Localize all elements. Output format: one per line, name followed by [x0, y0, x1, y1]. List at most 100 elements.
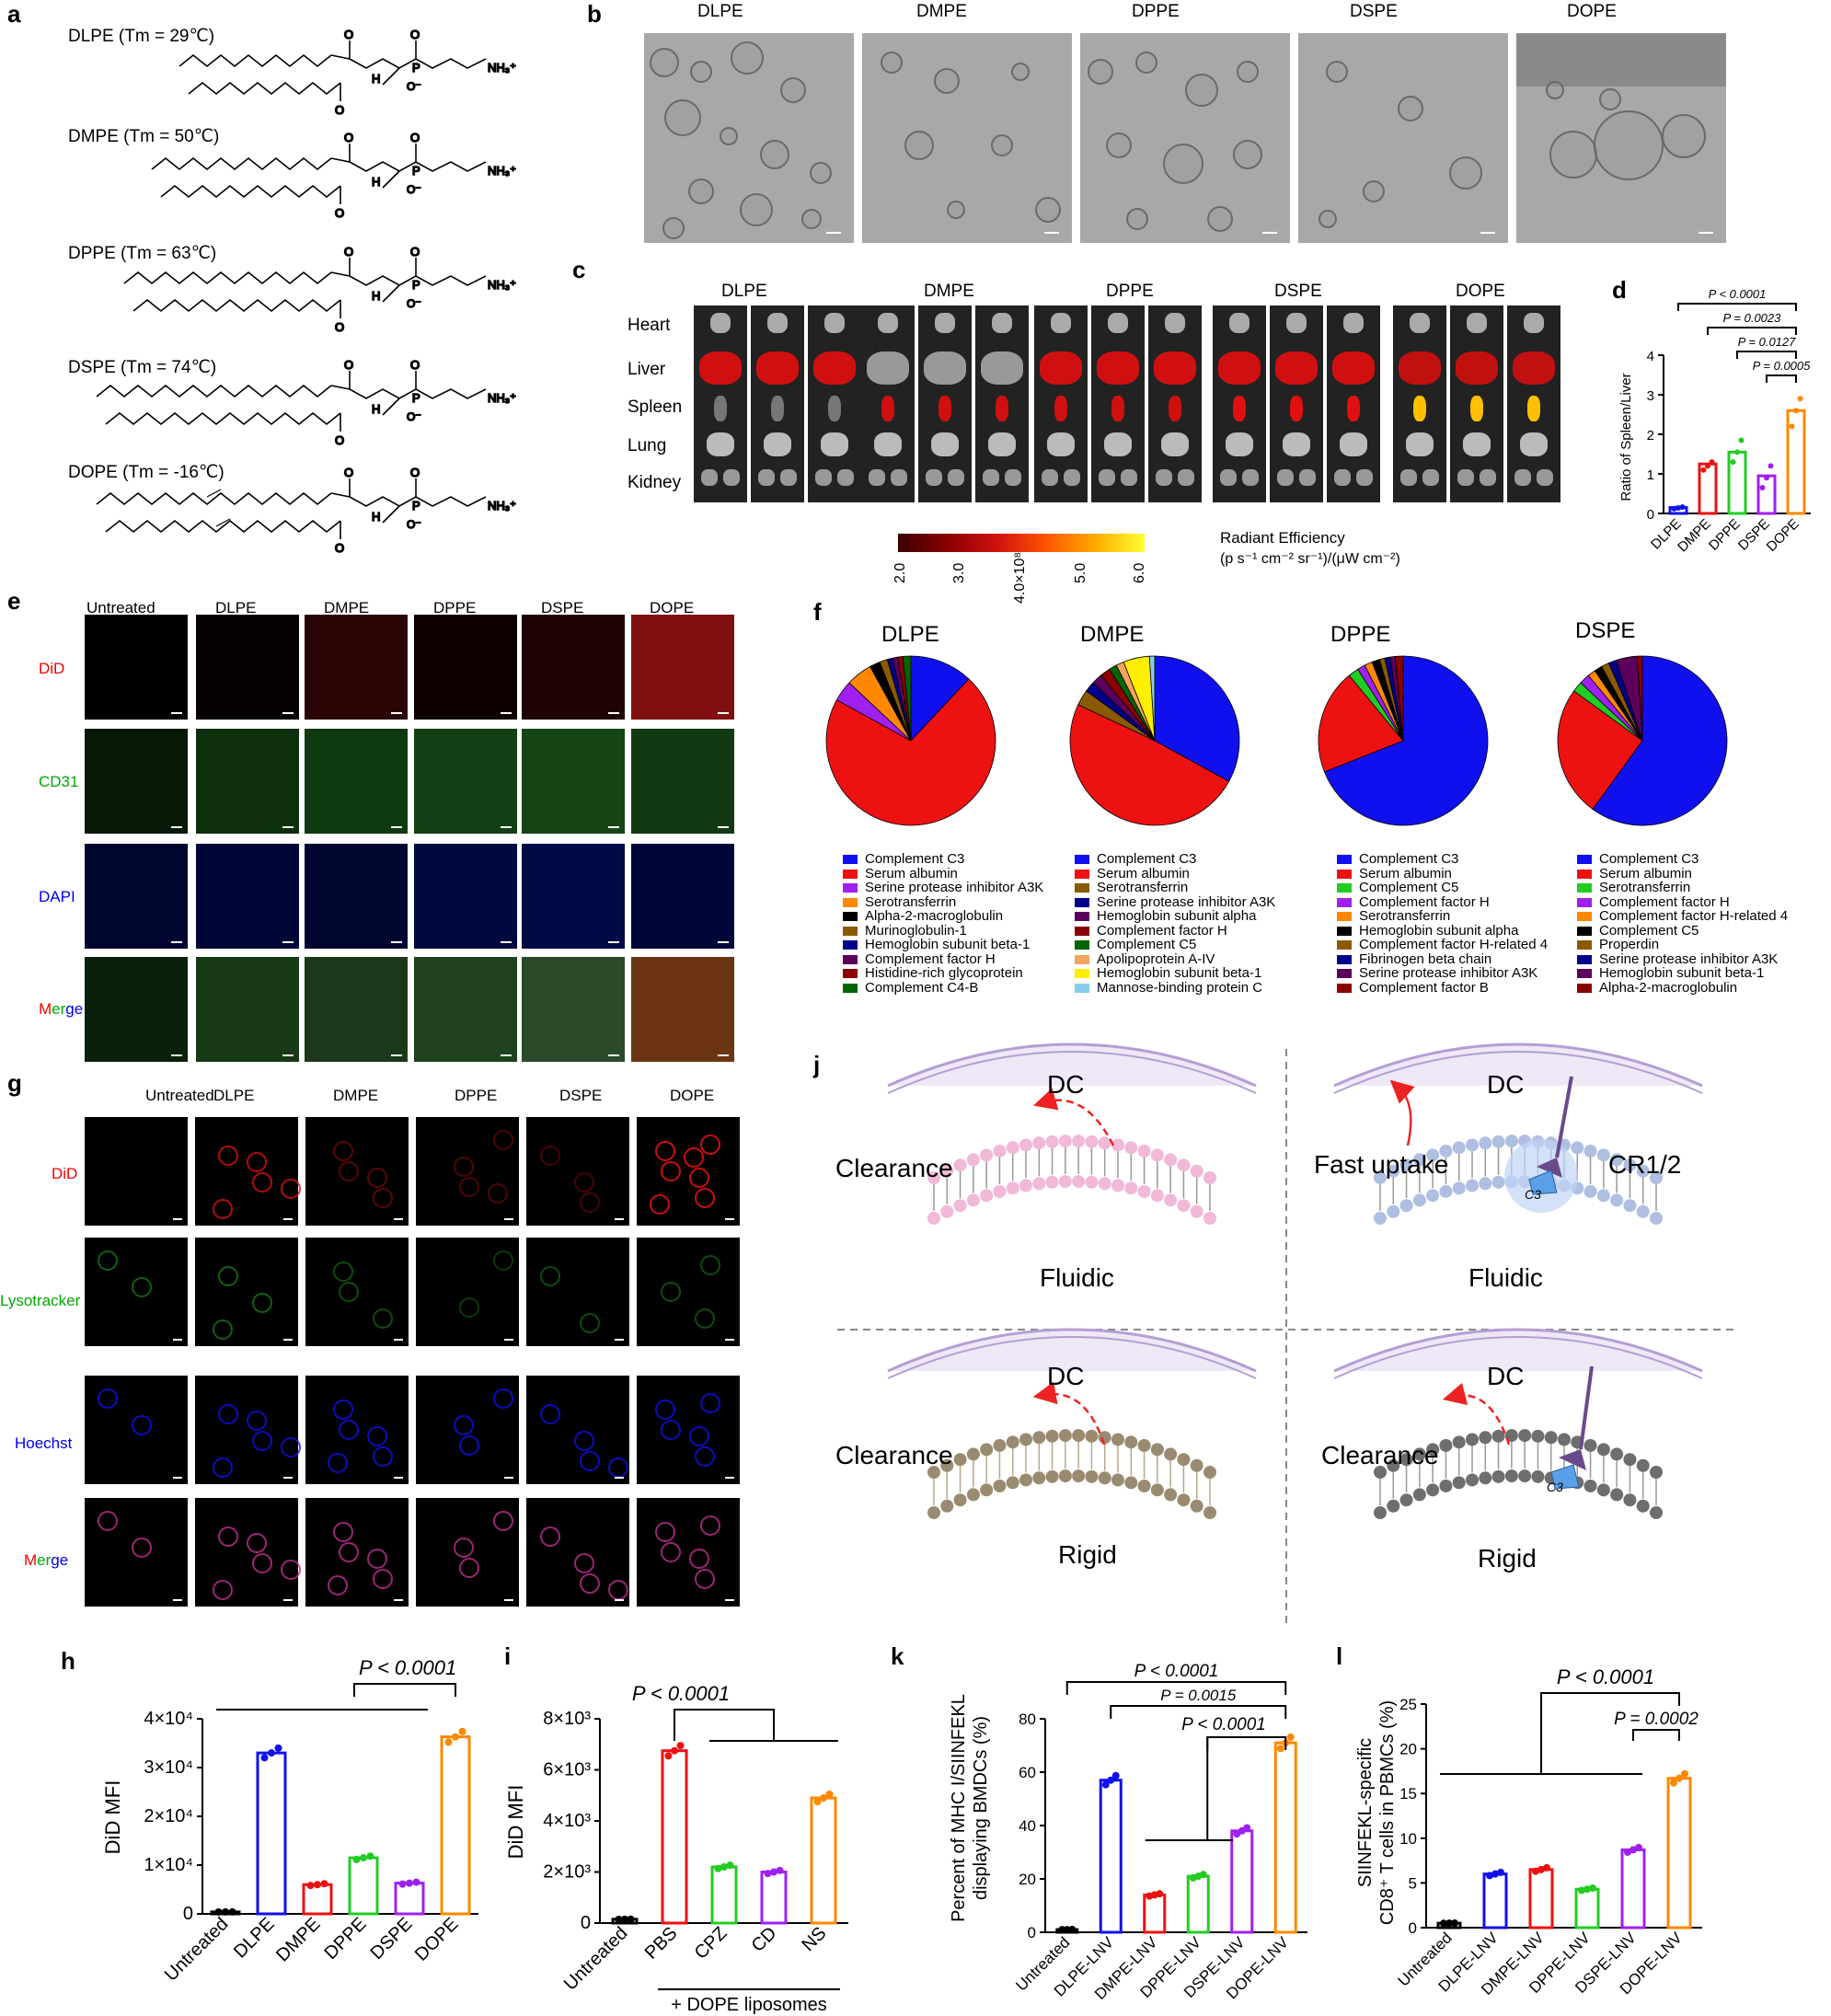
scale-bar	[283, 1218, 293, 1220]
lipid-head	[1479, 1136, 1492, 1150]
lung	[1226, 432, 1253, 456]
cryo-em-image-dppe	[1080, 33, 1290, 243]
scale-bar	[394, 1339, 403, 1341]
svg-text:O: O	[344, 358, 353, 372]
clearance-arrow	[1032, 1088, 1115, 1146]
liver	[1154, 351, 1196, 385]
svg-text:H: H	[372, 510, 380, 524]
cell	[328, 1575, 348, 1596]
y-tick-label: 1	[1647, 467, 1654, 483]
cryo-em-image-dmpe	[862, 33, 1072, 243]
lipid-head	[1412, 1447, 1426, 1461]
lipid-head	[1032, 1136, 1046, 1150]
fast-uptake-arrow	[1389, 1079, 1415, 1146]
data-point	[813, 1798, 822, 1806]
lipid-head	[1137, 1184, 1151, 1198]
scale-bar	[501, 941, 512, 943]
lipid-head	[1439, 1479, 1453, 1492]
bar	[1574, 1887, 1600, 1930]
g-col-dppe: DPPE	[455, 1087, 498, 1104]
bar	[1143, 1893, 1167, 1934]
confocal-tile	[305, 1238, 409, 1346]
y-tick-label: 25	[1399, 1696, 1417, 1713]
cell	[218, 1266, 238, 1286]
ivis-image	[1034, 305, 1088, 502]
confocal-tile	[522, 729, 625, 834]
confocal-tile	[522, 615, 625, 720]
legend-item: Serotransferrin	[1337, 908, 1450, 924]
data-point	[1589, 1884, 1596, 1892]
data-point	[1676, 504, 1681, 511]
panel-label-j: j	[813, 1051, 821, 1078]
confocal-tile	[631, 615, 734, 720]
scale-bar	[283, 1599, 293, 1601]
vesicle	[1363, 180, 1385, 202]
data-point	[1101, 1780, 1110, 1789]
cell	[655, 1141, 675, 1161]
data-point	[1681, 1769, 1688, 1778]
legend-label: Complement C4-B	[865, 979, 979, 996]
scale-bar	[718, 712, 729, 714]
colorbar-title-1: Radiant Efficiency	[1220, 529, 1345, 547]
lipid-head	[1203, 1506, 1216, 1519]
y-tick-label: 10	[1399, 1830, 1417, 1848]
cell	[574, 1172, 594, 1192]
legend-item: Serum albumin	[1075, 866, 1190, 881]
legend-item: Hemoglobin subunit beta-1	[843, 937, 1030, 952]
legend-swatch	[843, 954, 858, 964]
vesicle	[662, 217, 685, 239]
cell	[695, 1446, 715, 1467]
cell	[580, 1192, 600, 1213]
legend-label: Serum albumin	[865, 865, 958, 881]
lipid-head	[993, 1479, 1007, 1492]
pie-slice	[910, 655, 970, 743]
confocal-tile	[305, 844, 408, 949]
vesicle	[650, 48, 679, 77]
data-point	[1537, 1865, 1545, 1873]
lipid-head	[1098, 1136, 1111, 1150]
ivis-image	[861, 305, 915, 502]
e-col-dope: DOPE	[650, 599, 695, 616]
data-point	[452, 1733, 459, 1741]
c3-molecule	[1550, 1464, 1580, 1490]
kidney	[1299, 469, 1316, 486]
vesicle	[720, 127, 738, 145]
svg-text:O⁻: O⁻	[407, 183, 421, 196]
confocal-tile	[526, 1498, 629, 1607]
cell	[689, 1549, 709, 1569]
pie-title-dppe: DPPE	[1330, 622, 1391, 647]
x-tick-label: DOPE	[411, 1914, 463, 1965]
group-label: + DOPE liposomes	[671, 1995, 827, 2015]
cell	[339, 1420, 359, 1440]
data-point	[1635, 1843, 1642, 1851]
kidney	[1064, 469, 1080, 486]
y-tick-label: 80	[1019, 1711, 1036, 1728]
heart	[935, 313, 955, 333]
x-tick-label: Untreated	[560, 1923, 632, 1995]
lipid-head	[1399, 1493, 1413, 1507]
confocal-tile	[195, 1117, 301, 1226]
lipid-head	[1072, 1175, 1086, 1189]
lipid-head	[1177, 1453, 1191, 1467]
e-row-did: DiD	[39, 660, 65, 677]
legend-item: Serotransferrin	[1577, 880, 1690, 895]
panel-label-f: f	[813, 598, 822, 626]
confocal-tile	[631, 844, 734, 949]
scale-bar	[1480, 232, 1495, 234]
lipid-head	[1583, 1144, 1597, 1158]
scale-bar	[171, 941, 182, 943]
vesicle	[1233, 140, 1262, 169]
cell	[540, 1404, 560, 1424]
scale-bar	[608, 712, 619, 714]
lipid-head	[1203, 1212, 1216, 1225]
lipid-head	[1098, 1431, 1111, 1445]
e-col-dmpe: DMPE	[324, 599, 370, 616]
ivis-image	[1091, 305, 1145, 502]
ivis-title-dspe: DSPE	[1274, 282, 1322, 301]
legend-swatch	[1337, 940, 1352, 950]
confocal-tile	[416, 1498, 519, 1607]
em-title-dope: DOPE	[1567, 2, 1617, 21]
scale-bar	[826, 232, 841, 234]
heart	[992, 313, 1012, 333]
